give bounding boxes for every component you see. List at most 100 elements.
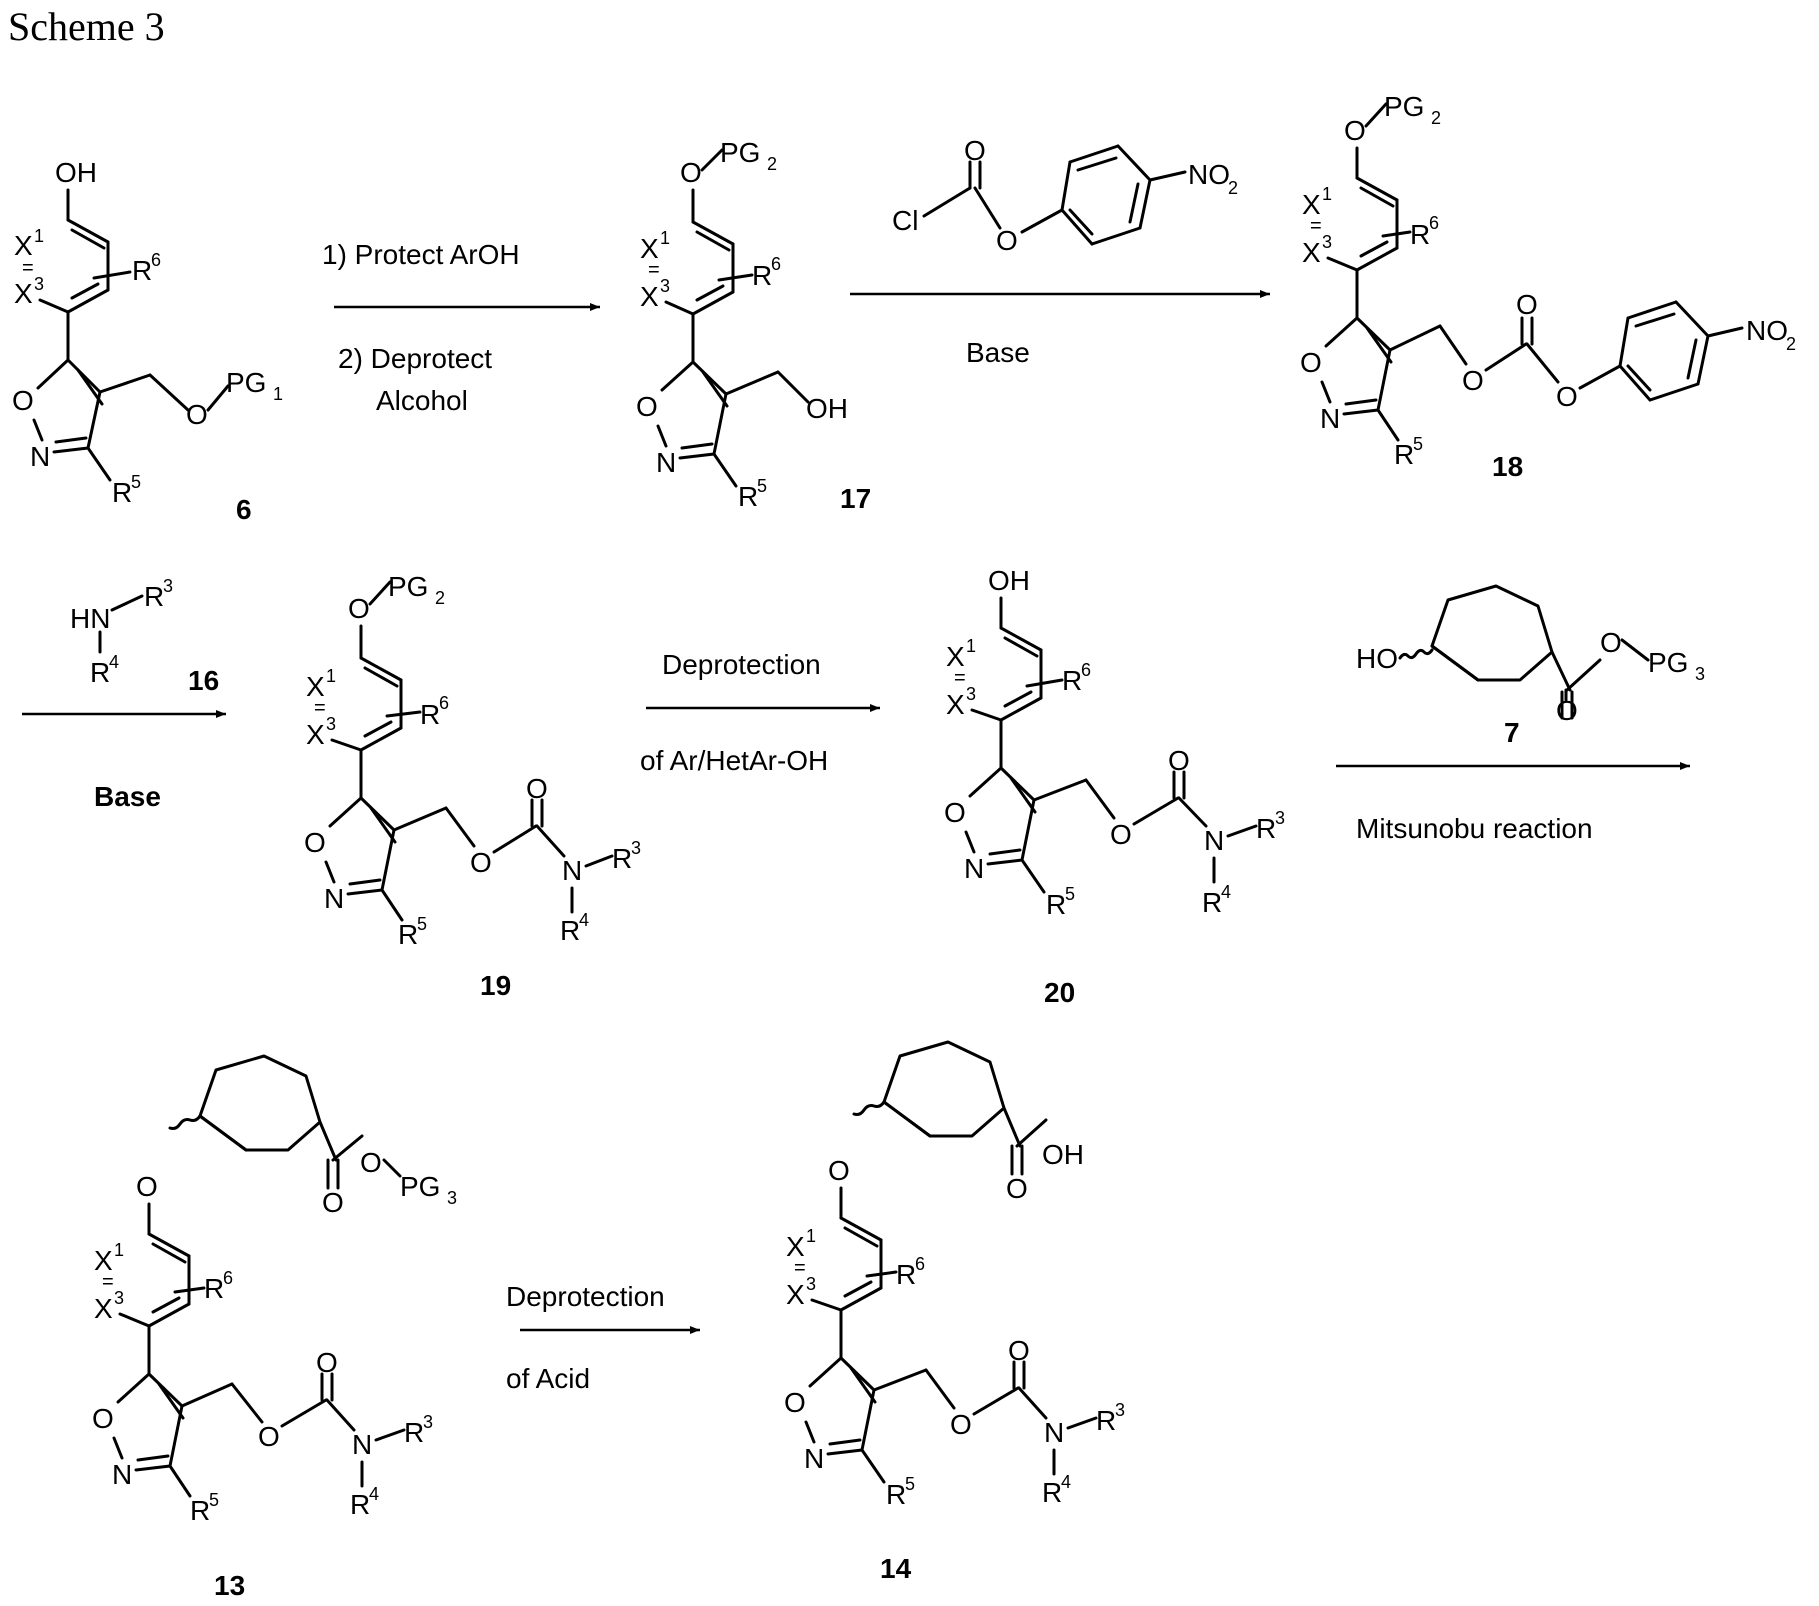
- compound-13-label: 13: [214, 1570, 245, 1601]
- amine-reagent-16: HN R 3 R 4: [70, 576, 173, 688]
- atom-label: O: [1006, 1173, 1028, 1204]
- atom-label: R: [132, 255, 152, 286]
- atom-label: O: [1556, 381, 1578, 412]
- atom-label: 3: [806, 1274, 816, 1294]
- atom-label: O: [1344, 115, 1366, 146]
- atom-label: X: [94, 1293, 113, 1324]
- atom-label: PG: [388, 571, 428, 602]
- atom-label: O: [950, 1409, 972, 1440]
- atom-label: O: [136, 1171, 158, 1202]
- atom-label: 6: [771, 254, 781, 274]
- atom-label: R: [1394, 439, 1414, 470]
- atom-label: R: [1256, 813, 1276, 844]
- atom-label: O: [828, 1155, 850, 1186]
- atom-label: 1: [1322, 184, 1332, 204]
- atom-label: O: [186, 399, 208, 430]
- atom-label: O: [92, 1403, 114, 1434]
- atom-label: 2: [1431, 108, 1441, 128]
- atom-label: R: [398, 919, 418, 950]
- atom-label: 1: [660, 228, 670, 248]
- atom-label: 5: [905, 1474, 915, 1494]
- atom-label: 6: [915, 1254, 925, 1274]
- compound-19-label: 19: [480, 970, 511, 1001]
- atom-label: N: [352, 1429, 372, 1460]
- atom-label: 3: [1275, 808, 1285, 828]
- atom-label: 1: [966, 636, 976, 656]
- atom-label: X: [1302, 237, 1321, 268]
- atom-label: 5: [1065, 884, 1075, 904]
- atom-label: 5: [757, 476, 767, 496]
- atom-label: OH: [55, 157, 97, 188]
- atom-label: O: [1300, 347, 1322, 378]
- atom-label: 3: [631, 838, 641, 858]
- atom-label: R: [420, 699, 440, 730]
- atom-label: 5: [417, 914, 427, 934]
- atom-label: R: [886, 1479, 906, 1510]
- atom-label: OH: [806, 393, 848, 424]
- atom-label: 4: [1061, 1472, 1071, 1492]
- atom-label: 3: [660, 276, 670, 296]
- atom-label: 2: [767, 154, 777, 174]
- atom-label: O: [1462, 365, 1484, 396]
- step5-condition: Mitsunobu reaction: [1356, 813, 1593, 844]
- atom-label: R: [190, 1495, 210, 1526]
- step6-reagent: Deprotection: [506, 1281, 665, 1312]
- atom-label: O: [636, 391, 658, 422]
- atom-label: =: [102, 1271, 114, 1293]
- compound-18-structure: O PG 2 X 1 = X 3 R 6 O N R 5 O: [1300, 91, 1796, 470]
- atom-label: 6: [439, 693, 449, 713]
- atom-label: O: [1008, 1335, 1030, 1366]
- scheme-title: Scheme 3: [8, 4, 165, 49]
- atom-label: 5: [209, 1490, 219, 1510]
- atom-label: O: [1516, 289, 1538, 320]
- atom-label: N: [324, 883, 344, 914]
- cyclohexanol-reagent-7: HO O O PG 3: [1356, 586, 1705, 726]
- atom-label: 1: [806, 1226, 816, 1246]
- atom-label: HO: [1356, 643, 1398, 674]
- atom-label: 3: [326, 714, 336, 734]
- step1-reagent: 1) Protect ArOH: [322, 239, 520, 270]
- atom-label: N: [964, 853, 984, 884]
- atom-label: R: [752, 260, 772, 291]
- atom-label: R: [1046, 889, 1066, 920]
- atom-label: =: [794, 1257, 806, 1279]
- atom-label: 4: [1221, 882, 1231, 902]
- atom-label: O: [322, 1187, 344, 1218]
- compound-20-structure: OH X 1 = X 3 R 6 O N R 5 O O: [944, 565, 1285, 920]
- compound-17-label: 17: [840, 483, 871, 514]
- atom-label: 1: [114, 1240, 124, 1260]
- compound-6-structure: OH X 1 = X 3 R 6 O N R 5 O PG 1: [12, 157, 283, 508]
- atom-label: N: [112, 1459, 132, 1490]
- compound-13-structure: O O O PG 3 X 1 = X 3 R 6 O N R: [92, 1056, 457, 1526]
- atom-label: X: [786, 1279, 805, 1310]
- step2-condition: Base: [966, 337, 1030, 368]
- atom-label: PG: [1648, 647, 1688, 678]
- atom-label: N: [804, 1443, 824, 1474]
- atom-label: R: [404, 1417, 424, 1448]
- step4-reagent: of Ar/HetAr-OH: [640, 745, 828, 776]
- atom-label: 3: [423, 1412, 433, 1432]
- atom-label: N: [1320, 403, 1340, 434]
- atom-label: O: [996, 225, 1018, 256]
- atom-label: R: [204, 1273, 224, 1304]
- atom-label: R: [1062, 665, 1082, 696]
- atom-label: O: [348, 593, 370, 624]
- atom-label: R: [612, 843, 632, 874]
- atom-label: X: [946, 689, 965, 720]
- atom-label: R: [1410, 219, 1430, 250]
- atom-label: R: [1042, 1477, 1062, 1508]
- atom-label: O: [944, 797, 966, 828]
- compound-6-label: 6: [236, 494, 252, 525]
- atom-label: 3: [114, 1288, 124, 1308]
- atom-label: R: [738, 481, 758, 512]
- atom-label: O: [258, 1421, 280, 1452]
- step1-reagent: Alcohol: [376, 385, 468, 416]
- atom-label: 3: [1695, 664, 1705, 684]
- step1-reagent: 2) Deprotect: [338, 343, 492, 374]
- atom-label: O: [680, 157, 702, 188]
- atom-label: PG: [720, 137, 760, 168]
- atom-label: OH: [1042, 1139, 1084, 1170]
- atom-label: O: [304, 827, 326, 858]
- compound-20-label: 20: [1044, 977, 1075, 1008]
